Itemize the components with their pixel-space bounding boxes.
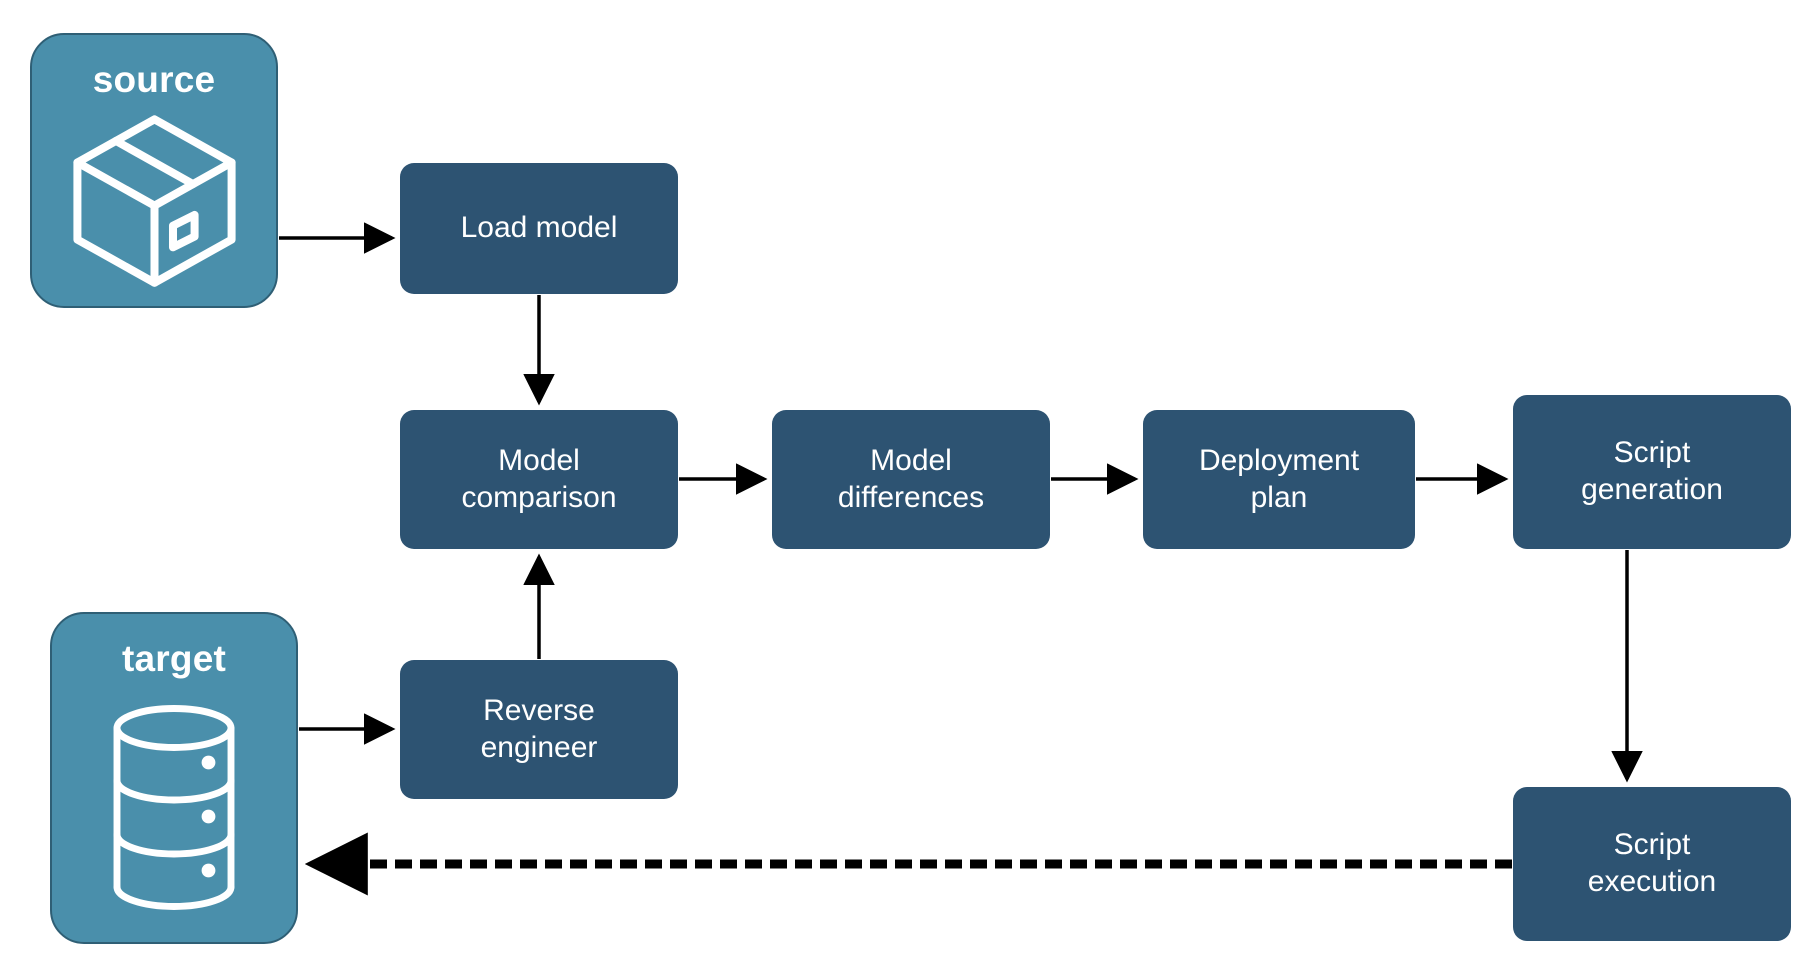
node-script-execution-label: Script execution [1587, 828, 1717, 898]
database-cylinder-icon [52, 677, 296, 942]
node-model-differences-label: Model differences [837, 443, 985, 514]
node-model-differences[interactable]: Model differences [772, 410, 1050, 549]
endpoint-target-label: target [122, 638, 226, 679]
endpoint-target[interactable]: target [50, 612, 298, 944]
node-deployment-plan[interactable]: Deployment plan [1143, 410, 1415, 549]
node-deployment-plan-label: Deployment plan [1198, 443, 1360, 514]
node-model-comparison-label: Model comparison [461, 443, 617, 514]
node-reverse-engineer[interactable]: Reverse engineer [400, 660, 678, 799]
node-load-model[interactable]: Load model [400, 163, 678, 294]
node-script-generation[interactable]: Script generation [1513, 395, 1791, 549]
endpoint-source-label: source [92, 59, 216, 100]
node-load-model-label: Load model [460, 211, 618, 245]
node-model-comparison[interactable]: Model comparison [400, 410, 678, 549]
package-box-icon [32, 98, 276, 306]
node-script-execution[interactable]: Script execution [1513, 787, 1791, 941]
endpoint-source[interactable]: source [30, 33, 278, 308]
node-script-generation-label: Script generation [1581, 436, 1723, 506]
node-reverse-engineer-label: Reverse engineer [480, 693, 598, 764]
